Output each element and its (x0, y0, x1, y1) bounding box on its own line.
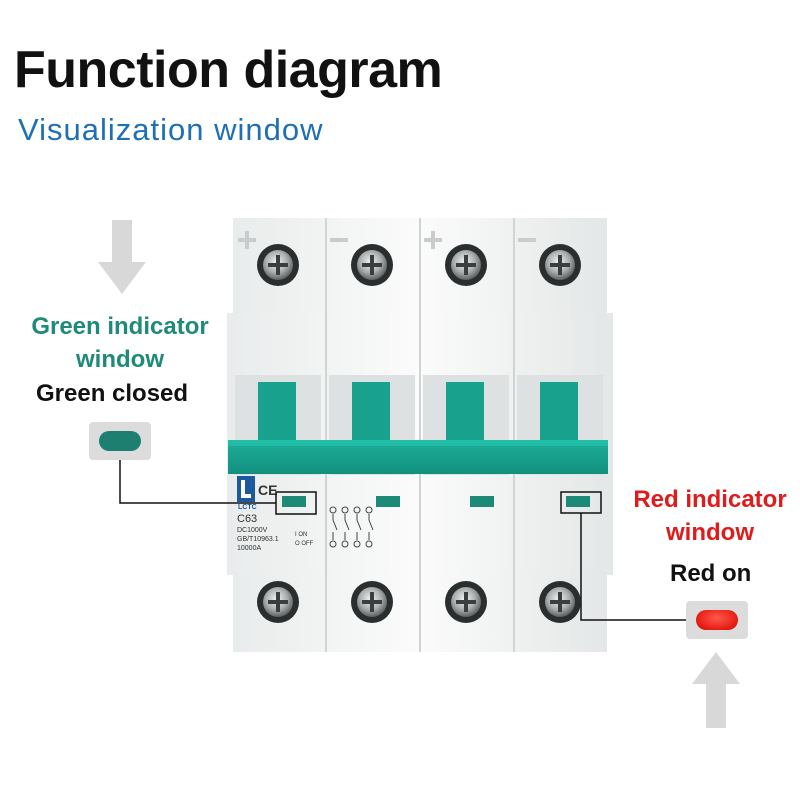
ce-mark: CE (258, 482, 277, 498)
red-indicator-title-line2: window (666, 519, 754, 546)
green-indicator-title-line2: window (76, 346, 164, 373)
red-connector-line (580, 513, 686, 621)
off-label: O OFF (295, 541, 314, 547)
brand-name: LCTC (238, 504, 257, 511)
red-indicator-light (696, 610, 738, 630)
green-indicator-light (99, 431, 141, 451)
red-indicator-title: Red indicator window (605, 483, 800, 549)
red-state-label: Red on (670, 560, 752, 587)
top-screws (257, 244, 581, 286)
indicator-window-pole4 (566, 496, 590, 507)
capacity-label: 10000A (237, 545, 261, 552)
green-window-pole3 (470, 496, 494, 507)
voltage-label: DC1000V (237, 527, 268, 534)
red-indicator-title-line1: Red indicator (633, 486, 787, 513)
model-label: C63 (237, 513, 257, 525)
green-connector-line (119, 460, 276, 504)
green-indicator-swatch (89, 422, 151, 460)
page-subtitle: Visualization window (18, 112, 324, 147)
green-window-pole1 (282, 496, 306, 507)
page-title: Function diagram (14, 41, 443, 99)
standard-label: GB/T10963.1 (237, 536, 279, 543)
green-state-label: Green closed (36, 380, 189, 407)
breaker-handles (228, 382, 608, 474)
bottom-screws (257, 581, 581, 623)
down-arrow-icon (98, 220, 146, 294)
green-indicator-title: Green indicator window (10, 310, 230, 376)
up-arrow-icon (692, 652, 740, 728)
polarity-marks (238, 231, 536, 249)
green-window-pole2 (376, 496, 400, 507)
green-indicator-title-line1: Green indicator (31, 313, 209, 340)
pole-schematic (329, 506, 374, 548)
brand-logo (237, 476, 255, 502)
on-label: I ON (295, 532, 307, 538)
red-indicator-swatch (686, 601, 748, 639)
